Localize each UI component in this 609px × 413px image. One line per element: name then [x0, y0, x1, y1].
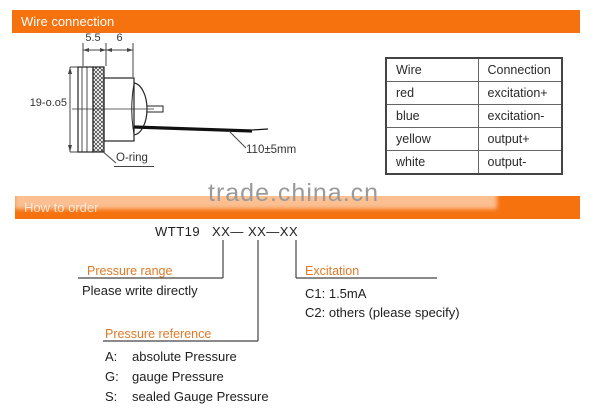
sensor-diagram [68, 43, 269, 167]
wire-connection-title: Wire connection [21, 14, 115, 29]
oring-hatched-section [92, 66, 105, 153]
excitation-option: C1: 1.5mA [305, 286, 367, 301]
header-wire: Wire [385, 57, 479, 82]
excitation-label: Excitation [305, 264, 360, 278]
cell-connection: excitation- [477, 104, 563, 128]
order-connector-lines [78, 240, 437, 342]
dim-label-body-width: 6 [116, 32, 123, 44]
table-header-row: Wire Connection [385, 57, 563, 82]
cable [133, 125, 269, 133]
diameter-dimension-line [68, 66, 78, 153]
option-desc: sealed Gauge Pressure [132, 389, 269, 404]
top-dimension-lines [82, 43, 134, 77]
option-key: G: [105, 369, 119, 384]
wire-connection-table: Wire Connection red excitation+ blue exc… [385, 57, 563, 175]
option-key: A: [105, 349, 118, 364]
pressure-reference-label: Pressure reference [105, 327, 212, 341]
cell-wire: yellow [385, 127, 479, 151]
pressure-range-label: Pressure range [87, 264, 173, 278]
option-desc: gauge Pressure [132, 369, 224, 384]
cable-length-label: 110±5mm [246, 144, 297, 156]
cell-wire: white [385, 150, 479, 175]
dim-label-flange-width: 5.5 [85, 32, 101, 44]
option-desc: absolute Pressure [132, 349, 237, 364]
option-key: S: [105, 389, 118, 404]
excitation-option: C2: others (please specify) [305, 305, 460, 320]
leader-lines [100, 130, 247, 167]
sensor-body [72, 66, 164, 153]
watermark-text: trade.china.cn [208, 179, 380, 207]
pressure-reference-option: A: absolute Pressure [105, 349, 237, 364]
pressure-range-note: Please write directly [82, 283, 198, 298]
cell-connection: output+ [477, 127, 563, 151]
table-row: white output- [385, 150, 563, 175]
cell-connection: excitation+ [477, 81, 563, 105]
oring-label: O-ring [116, 152, 148, 164]
pressure-reference-option: S: sealed Gauge Pressure [105, 389, 269, 404]
dim-label-diameter: 19-o.o5 [29, 97, 67, 109]
pressure-reference-option: G: gauge Pressure [105, 369, 224, 384]
cell-connection: output- [477, 150, 563, 175]
table-row: yellow output+ [385, 127, 563, 151]
order-code-placeholders: XX— XX—XX [212, 224, 299, 239]
table-row: red excitation+ [385, 81, 563, 105]
watermark-band [14, 180, 497, 209]
table-row: blue excitation- [385, 104, 563, 128]
cell-wire: red [385, 81, 479, 105]
wire-connection-banner: Wire connection [12, 10, 580, 33]
model-number: WTT19 [155, 224, 201, 239]
header-connection: Connection [477, 57, 563, 82]
cell-wire: blue [385, 104, 479, 128]
